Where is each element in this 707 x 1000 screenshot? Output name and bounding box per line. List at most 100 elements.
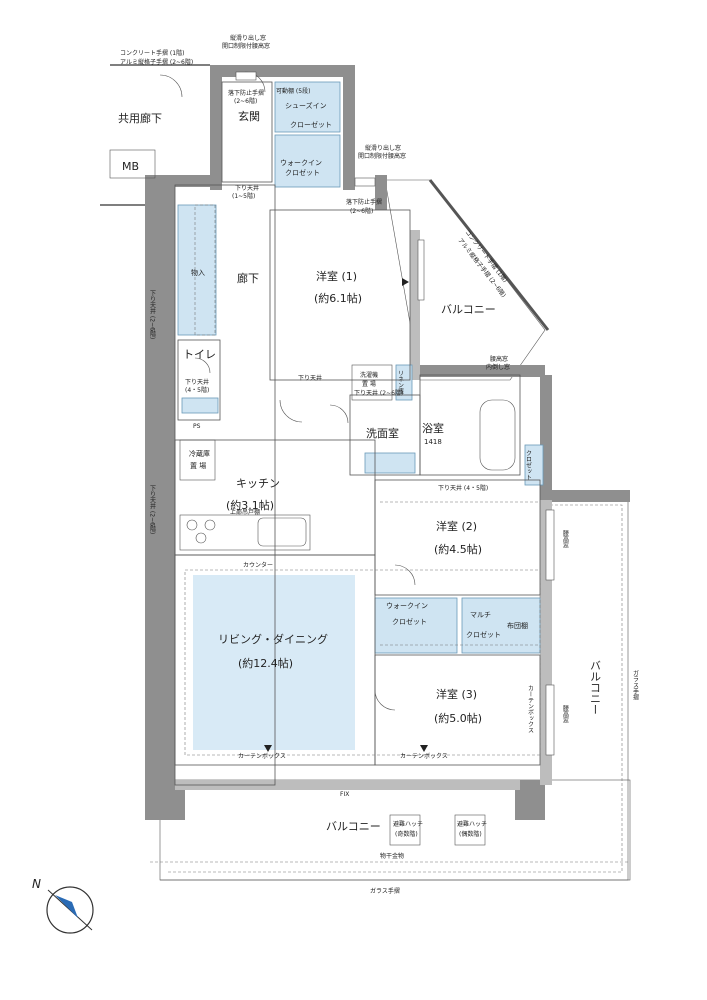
label-closet: クローゼット [290,120,332,129]
label-multi: マルチ [470,611,491,619]
dash-monoire [194,204,216,336]
label-glass-rail-right: ガラス手摺 [632,669,639,701]
label-walk-in: ウォークイン [280,159,322,167]
label-living-size: (約12.4帖) [238,656,293,670]
wall-western1-top [375,175,387,210]
label-balcony-right: バルコニー [589,660,602,715]
room-western2 [374,479,541,596]
label-washer-place: 置 場 [362,380,376,388]
label-walk-in2: ウォークイン [386,602,428,610]
label-western3: 洋室 (3) [436,687,477,701]
label-common-corridor: 共用廊下 [118,111,162,125]
label-lowered-toilet-b: (4・5階) [185,386,209,394]
label-washer: 洗濯機 [360,371,378,379]
label-lowered-2-6b: 下り天井 (2~6階) [149,485,156,534]
label-washer-note: 下り天井 (2~6階) [354,389,403,397]
wall-entrance-right [343,65,355,190]
label-alumi-rail: アルミ縦格子手摺 (2~6階) [120,58,193,66]
label-sliding-window-top: 縦滑り出し窓 [230,34,266,42]
label-western3-size: (約5.0帖) [434,711,482,725]
wall-left [145,175,175,785]
label-fall-prevent1b: (2~6階) [234,97,257,105]
label-shoes-in: シューズイン [285,101,327,110]
label-living: リビング・ダイニング [218,632,328,646]
label-fall-prevent2: 落下防止手摺 [346,198,382,206]
washer-space [351,364,393,401]
stove-burner-1 [186,519,198,531]
washbasin [364,452,416,474]
label-bath: 浴室 [422,421,444,435]
label-kitchen-ceiling: 上部吊戸棚 [230,508,260,516]
storage-closet-small [524,444,544,486]
room-western3 [374,654,541,766]
stove-burner-3 [195,532,207,544]
label-fall-prevent1: 落下防止手摺 [228,89,264,97]
room-kitchen [174,439,376,556]
balcony-bottom-area [159,779,631,881]
compass-needle [55,895,78,918]
label-linen: リネン庫 [397,370,404,395]
label-lowered-ceiling: 下り天井 [298,374,322,382]
door-western2 [394,564,416,586]
label-entrance: 玄関 [238,109,260,123]
storage-walk-in [274,134,341,188]
label-sliding-window-mid2: 開口制限付腰高窓 [358,152,406,160]
room-toilet [177,339,221,421]
label-balcony-top: バルコニー [441,303,496,316]
window-walk-in [354,177,376,187]
label-closet-small: クロゼット [525,450,532,480]
door-toilet [194,357,211,374]
window-western3 [545,684,555,756]
label-fridge-place: 置 場 [190,461,206,470]
wall-western1-right [410,230,420,380]
kitchen-sink [257,517,307,547]
label-storage: 物入 [191,268,205,277]
door-mb [159,74,183,98]
room-entrance [221,81,273,183]
kitchen-counter [179,514,311,551]
label-drying: 物干金物 [380,852,404,860]
living-floor [193,575,355,750]
window-western2 [545,509,555,581]
label-window-high2: 内倒し窓 [486,363,510,371]
label-hatch1: 避難ハッチ [393,820,423,828]
label-sliding-window-top2: 開口制限付腰高窓 [222,42,270,50]
storage-linen [395,364,413,401]
diagonal-rail [428,179,550,331]
dash-living [184,569,541,756]
label-window-right1: 腰高窓 [562,530,569,548]
label-hatch1b: (奇数階) [395,830,418,838]
stove-burner-2 [204,519,216,531]
arrow-western1 [402,278,409,286]
storage-walk-in-2 [374,597,458,654]
label-lowered-1-5b: (1~5階) [232,192,255,200]
label-concrete-rail: コンクリート手摺 (1階) [120,49,184,57]
label-fix: FIX [340,791,349,798]
label-lowered-4-5: 下り天井 (4・5階) [438,484,488,492]
mb-box [109,149,156,179]
storage-toilet [181,397,219,414]
label-window-high: 腰高窓 [490,355,508,363]
label-washroom: 洗面室 [366,426,399,440]
wall-entrance-left [210,65,222,190]
room-bath [419,374,521,476]
label-window-right2: 腰高窓 [562,705,569,723]
wall-bottom-sash [175,780,520,790]
wall-bath-top [415,365,545,377]
label-western1: 洋室 (1) [316,269,357,283]
arrow-western3 [420,745,428,752]
hatch-even [454,814,486,846]
label-lowered-1-5: 下り天井 [235,184,259,192]
label-lowered-toilet: 下り天井 [185,378,209,386]
door-western3 [374,689,396,711]
label-counter: カウンター [243,561,273,569]
compass-circle [46,886,94,934]
window-western1 [417,239,425,301]
room-western1 [269,209,411,381]
label-kitchen-size: (約3.1帖) [226,498,274,512]
label-movable-shelf: 可動棚 (5段) [276,87,310,95]
label-mb: MB [122,160,139,173]
label-ps: PS [193,423,201,430]
storage-multi [461,597,541,654]
